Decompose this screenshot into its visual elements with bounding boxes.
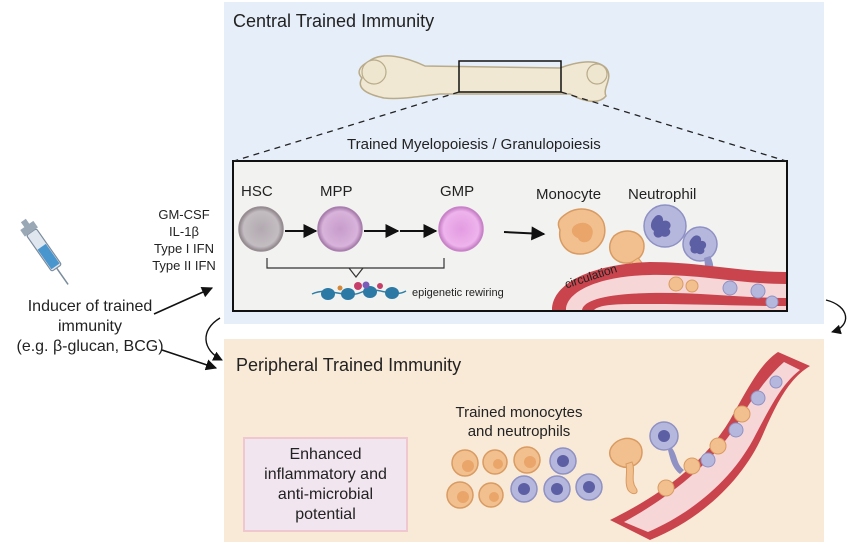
signal-il-1b: IL-1β bbox=[169, 224, 199, 239]
neutrophil-cell-icon bbox=[643, 204, 687, 248]
blood-vessel-central bbox=[552, 262, 786, 310]
syringe-icon bbox=[20, 218, 69, 285]
gmp-label: GMP bbox=[440, 183, 475, 200]
signal-type-ii-ifn: Type II IFN bbox=[152, 258, 216, 273]
blood-vessel-peripheral bbox=[610, 352, 810, 540]
peripheral-transmigrating-neutrophil-icon bbox=[649, 421, 684, 474]
femur-bone-icon bbox=[358, 55, 610, 103]
neutrophil-label: Neutrophil bbox=[628, 186, 697, 203]
peripheral-title: Peripheral Trained Immunity bbox=[236, 355, 462, 375]
peripheral-transmigrating-monocyte-icon bbox=[609, 437, 643, 495]
zoom-selection-box bbox=[458, 60, 562, 93]
mpp-cell-icon bbox=[317, 206, 363, 252]
signal-gm-csf: GM-CSF bbox=[158, 207, 210, 222]
trained-cells-label: Trained monocytes and neutrophils bbox=[455, 404, 583, 440]
monocyte-label: Monocyte bbox=[536, 186, 602, 203]
signal-type-i-ifn: Type I IFN bbox=[154, 241, 214, 256]
hsc-label: HSC bbox=[241, 183, 273, 200]
epigenetic-label: epigenetic rewiring bbox=[412, 287, 504, 299]
trained-cells-cluster bbox=[446, 446, 603, 509]
central-title: Central Trained Immunity bbox=[233, 11, 435, 31]
inducer-label: Inducer of trained immunity (e.g. β-gluc… bbox=[16, 298, 164, 355]
gmp-cell-icon bbox=[438, 206, 484, 252]
nucleosome-icon bbox=[311, 281, 407, 300]
myelopoiesis-subtitle: Trained Myelopoiesis / Granulopoiesis bbox=[347, 136, 601, 153]
mpp-label: MPP bbox=[320, 183, 353, 200]
enhanced-potential-box: Enhanced inflammatory and anti-microbial… bbox=[243, 437, 408, 532]
hsc-cell-icon bbox=[238, 206, 284, 252]
monocyte-cell-icon bbox=[557, 208, 606, 255]
signals-list: GM-CSF IL-1β Type I IFN Type II IFN bbox=[150, 206, 218, 274]
